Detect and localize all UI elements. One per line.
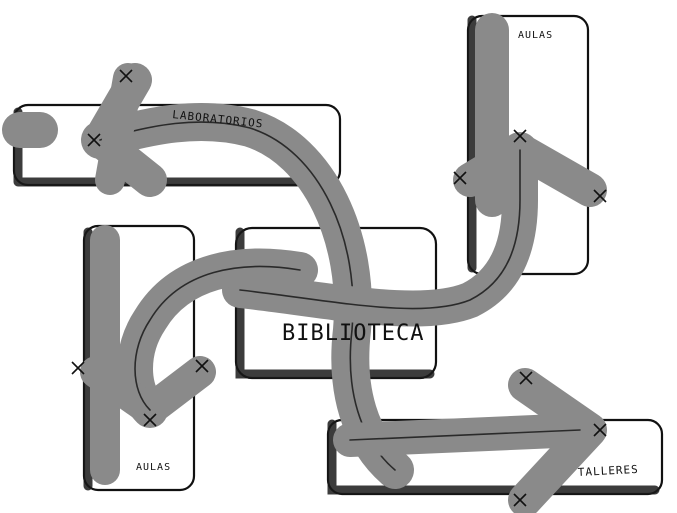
label-biblioteca: BIBLIOTECA xyxy=(282,321,424,346)
arrow-tip-marks xyxy=(71,69,607,507)
label-talleres: TALLERES xyxy=(577,463,639,479)
flow-arrow-laboratorios-stub xyxy=(95,63,143,195)
flow-arrow-aulas-top xyxy=(2,13,607,327)
flow-arrow-talleres xyxy=(333,368,607,513)
label-aulas-top: AULAS xyxy=(518,30,553,41)
flow-arrows xyxy=(2,13,607,513)
label-aulas-bottom: AULAS xyxy=(136,462,171,473)
flow-arrow-aulas-bottom xyxy=(80,225,318,485)
